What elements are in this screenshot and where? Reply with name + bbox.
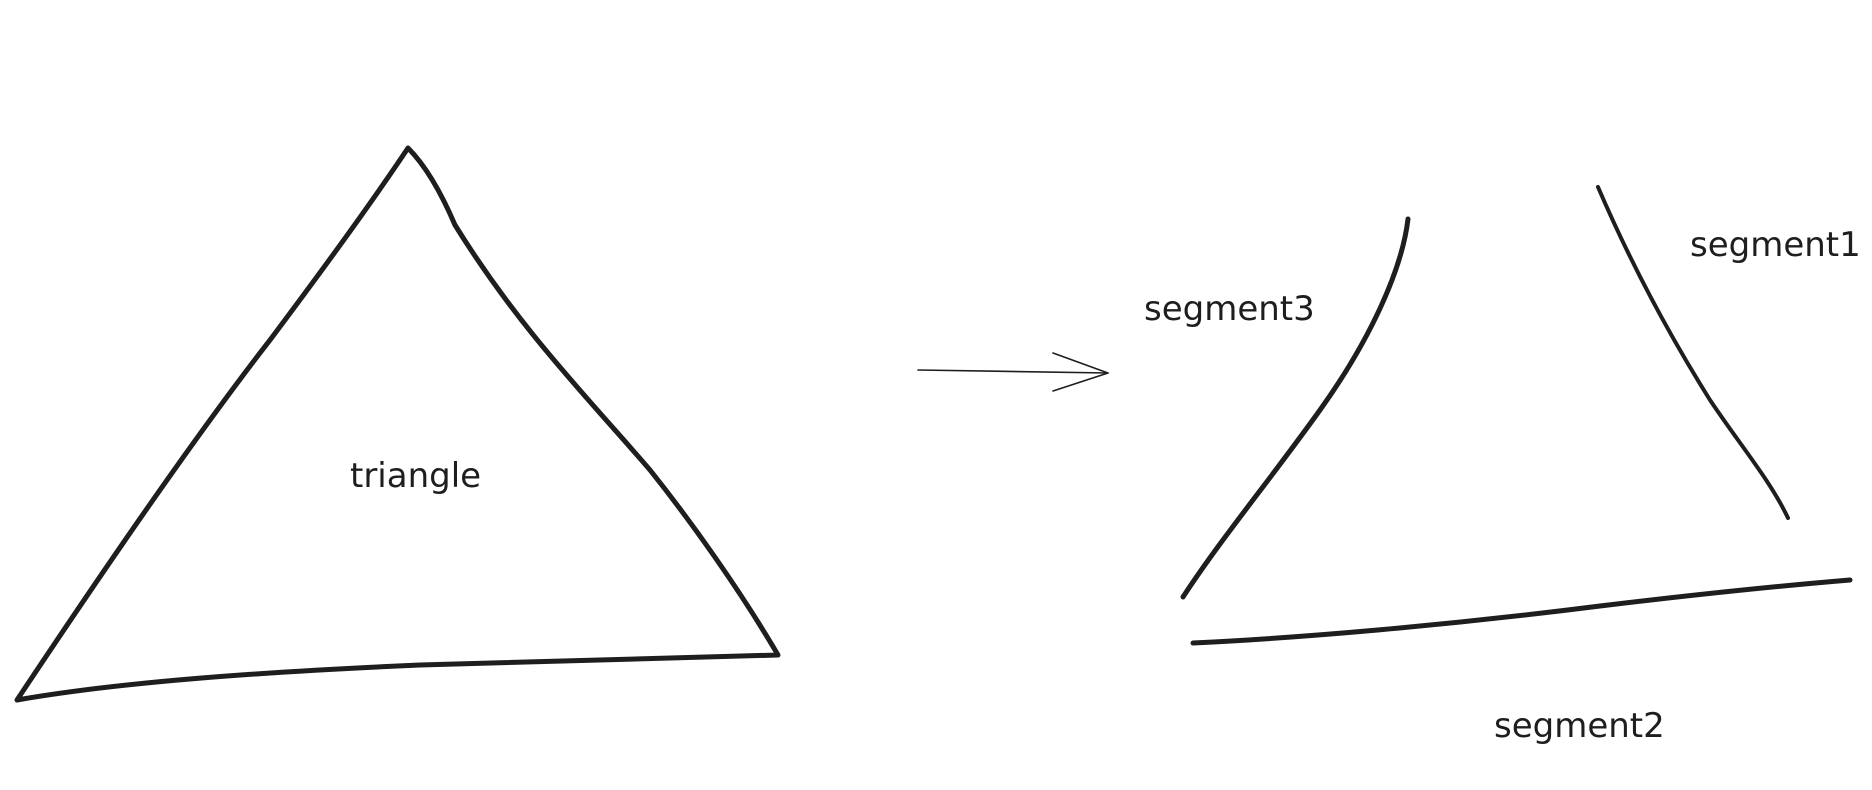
segment2-group: segment2 — [1190, 577, 1853, 746]
segment3-line — [1180, 216, 1411, 600]
arrow-head — [1052, 352, 1109, 392]
segment2-label: segment2 — [1494, 706, 1665, 746]
segment1-group: segment1 — [1596, 185, 1861, 520]
transform-arrow — [917, 352, 1109, 392]
segment3-label: segment3 — [1144, 289, 1315, 329]
segment3-group: segment3 — [1144, 216, 1411, 600]
segment1-label: segment1 — [1690, 225, 1861, 265]
segment2-line — [1190, 577, 1853, 646]
triangle-label: triangle — [350, 456, 481, 496]
triangle-outline — [14, 145, 781, 703]
arrow-shaft — [917, 369, 1109, 374]
triangle-shape: triangle — [14, 145, 781, 703]
segment1-line — [1596, 185, 1790, 520]
